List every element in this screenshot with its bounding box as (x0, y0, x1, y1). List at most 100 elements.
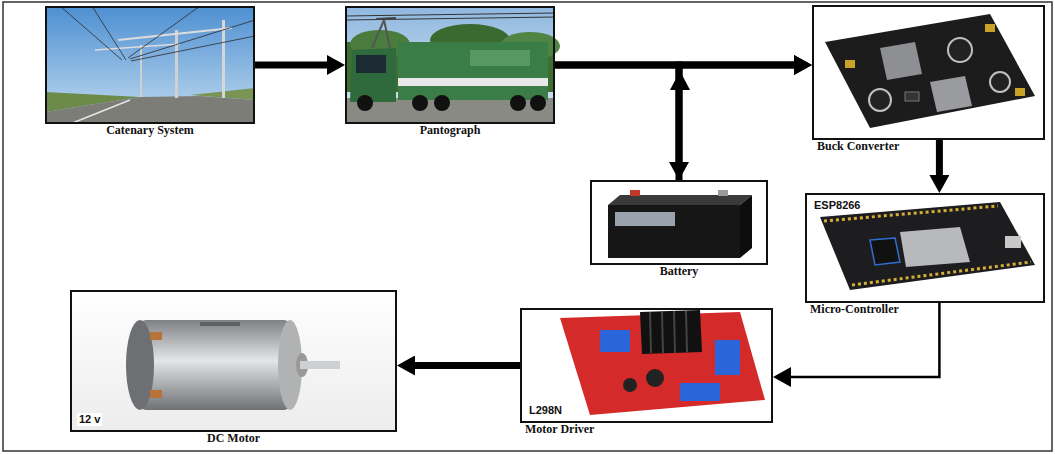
component-box: ESP8266Micro-Controller (805, 193, 1045, 303)
part-number-label: ESP8266 (812, 199, 862, 212)
buck-converter-picture-part (990, 72, 1010, 92)
component-box: Battery (590, 180, 768, 265)
truck-picture-part (376, 18, 396, 19)
truck-picture-part (434, 95, 450, 111)
motor-driver-picture-part (623, 378, 637, 392)
flow-arrow (791, 303, 939, 377)
battery-picture-part (630, 190, 640, 196)
buck-converter-picture (812, 5, 1045, 140)
esp8266-picture-part (1005, 236, 1021, 248)
catenary-picture-part (118, 28, 232, 40)
battery-picture-part (718, 190, 728, 196)
motor-driver-picture-part-part (650, 312, 651, 353)
catenary-picture-part (70, 100, 130, 124)
catenary-picture-part-part (131, 36, 255, 61)
buck-converter-picture-part (812, 5, 1045, 140)
buck-converter-picture-part (985, 24, 995, 32)
battery-picture-part (740, 195, 752, 258)
component-box: Buck Converter (812, 5, 1045, 140)
motor-driver-picture-part (715, 340, 740, 375)
esp8266-picture-part (805, 193, 1045, 303)
esp8266-picture (805, 193, 1045, 303)
truck-picture-part (372, 20, 384, 48)
truck-picture-part (350, 48, 396, 102)
buck-converter-picture-part (905, 92, 919, 101)
esp8266-picture-part (900, 227, 970, 267)
truck-picture-part (357, 95, 373, 111)
truck-picture-part (398, 78, 548, 86)
buck-converter-picture-part (1015, 88, 1025, 96)
buck-converter-picture-part (825, 14, 1035, 128)
dc-motor-picture-part (70, 290, 397, 432)
component-box: Pantograph (345, 6, 555, 124)
dc-motor-picture-part (150, 390, 162, 398)
truck-picture-part (412, 95, 428, 111)
buck-converter-picture-part (880, 42, 922, 80)
truck-picture-part (384, 20, 390, 48)
component-caption: Motor Driver (525, 422, 594, 436)
dc-motor-picture-part (300, 361, 340, 369)
catenary-picture-part-part (128, 6, 200, 58)
buck-converter-picture-part (948, 38, 972, 62)
truck-picture-part (345, 6, 555, 124)
catenary-picture (45, 6, 255, 124)
motor-driver-picture-part (650, 311, 687, 353)
motor-driver-picture (520, 308, 773, 423)
motor-driver-picture-part (600, 330, 630, 352)
motor-driver-picture-part-part (686, 311, 687, 352)
component-box: 12 vDC Motor (70, 290, 397, 432)
truck-picture-part (510, 95, 526, 111)
battery-picture-part (608, 205, 740, 258)
outer-frame (3, 2, 1052, 451)
esp8266-picture-part (870, 238, 900, 265)
truck-picture-part (470, 50, 530, 66)
flow-arrow (936, 140, 943, 175)
catenary-picture-part-part (92, 6, 126, 60)
catenary-picture-part (45, 6, 255, 124)
dc-motor-picture-part (150, 332, 162, 340)
motor-driver-picture-part-part (674, 311, 675, 353)
truck-picture-part (345, 17, 555, 20)
truck-picture-part (530, 95, 546, 111)
component-caption: DC Motor (207, 431, 260, 445)
component-caption: Catenary System (106, 123, 194, 137)
esp8266-picture-part (852, 262, 1031, 285)
dc-motor-picture-part (140, 320, 290, 410)
component-box: Catenary System (45, 6, 255, 124)
truck-picture-part (356, 55, 386, 73)
catenary-picture-part (175, 30, 178, 98)
motor-driver-picture-part-part (662, 312, 663, 353)
battery-picture-part (615, 212, 675, 226)
truck-picture-part (398, 42, 548, 100)
component-box: L298NMotor Driver (520, 308, 773, 423)
dc-motor-picture-part (200, 322, 240, 326)
flow-arrow (415, 362, 520, 369)
component-caption: Battery (660, 264, 699, 278)
esp8266-picture-part (820, 202, 1035, 290)
buck-converter-picture-part (930, 76, 972, 112)
motor-driver-picture-part (520, 308, 773, 423)
catenary-picture-part-part (60, 6, 122, 60)
catenary-picture-part (222, 20, 225, 98)
buck-converter-picture-part (869, 89, 891, 111)
catenary-picture-part (45, 96, 255, 124)
motor-driver-picture-part (646, 369, 664, 387)
component-caption: Micro-Controller (810, 302, 899, 316)
truck-picture-part (345, 13, 555, 16)
battery-picture-part (608, 195, 752, 205)
flow-arrow (679, 65, 794, 180)
dc-motor-picture-part (126, 320, 154, 410)
motor-driver-picture-part (640, 310, 702, 354)
flow-arrow (255, 62, 327, 69)
buck-converter-picture-part (845, 60, 855, 68)
truck-picture (345, 6, 560, 124)
catenary-picture-part (140, 45, 142, 97)
part-number-label: 12 v (77, 413, 102, 426)
dc-motor-picture (70, 290, 397, 432)
motor-driver-picture-part (560, 312, 765, 415)
component-caption: Buck Converter (817, 139, 899, 153)
part-number-label: L298N (527, 404, 564, 417)
